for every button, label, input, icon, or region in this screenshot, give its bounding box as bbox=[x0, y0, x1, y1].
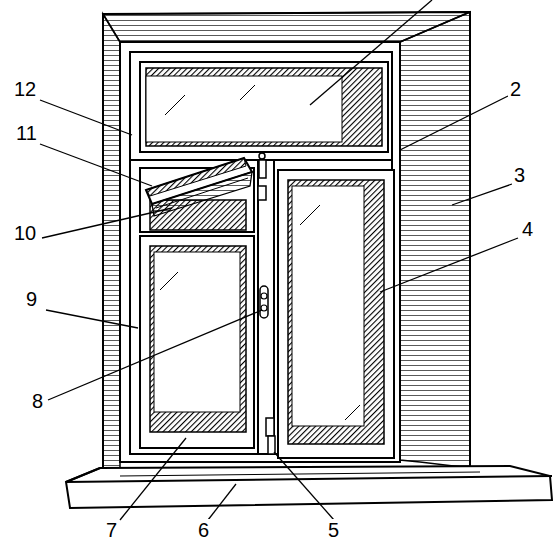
callout-number: 8 bbox=[30, 390, 45, 412]
callout-number: 9 bbox=[24, 288, 39, 310]
callout-number: 10 bbox=[12, 222, 38, 244]
callout-number: 4 bbox=[520, 218, 535, 240]
callout-number: 12 bbox=[12, 78, 38, 100]
callout-number: 6 bbox=[196, 519, 211, 541]
callout-number: 5 bbox=[326, 519, 341, 541]
callout-number: 3 bbox=[512, 164, 527, 186]
callout-number: 7 bbox=[104, 519, 119, 541]
callout-number: 11 bbox=[14, 122, 39, 144]
callout-number: 2 bbox=[508, 78, 523, 100]
